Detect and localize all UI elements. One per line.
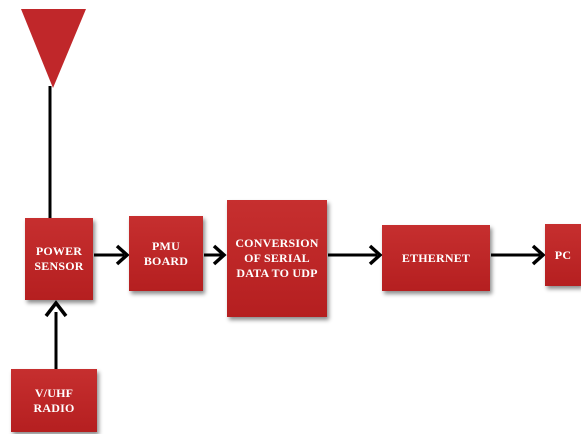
arrowhead-radio-to-power-sensor bbox=[44, 300, 68, 318]
power-sensor-label: POWER SENSOR bbox=[34, 244, 84, 273]
pmu-board-label: PMU BOARD bbox=[143, 238, 189, 268]
arrowhead-pmu-to-conversion bbox=[212, 244, 227, 266]
conversion-label: CONVERSION OF SERIAL DATA TO UDP bbox=[235, 236, 319, 280]
pc-block: PC bbox=[545, 224, 581, 286]
antenna-icon bbox=[21, 9, 86, 88]
arrowhead-power-sensor-to-pmu bbox=[115, 244, 130, 266]
arrowhead-conversion-to-ethernet bbox=[368, 244, 383, 266]
vuhf-radio-block: V/UHF RADIO bbox=[11, 369, 97, 432]
pmu-board-block: PMU BOARD bbox=[129, 216, 203, 291]
power-sensor-block: POWER SENSOR bbox=[25, 218, 93, 300]
ethernet-label: ETHERNET bbox=[401, 250, 471, 265]
vuhf-radio-label: V/UHF RADIO bbox=[33, 385, 75, 415]
arrowhead-ethernet-to-pc bbox=[531, 244, 546, 266]
pc-label: PC bbox=[554, 247, 572, 262]
conversion-block: CONVERSION OF SERIAL DATA TO UDP bbox=[227, 200, 327, 317]
ethernet-block: ETHERNET bbox=[382, 225, 490, 291]
